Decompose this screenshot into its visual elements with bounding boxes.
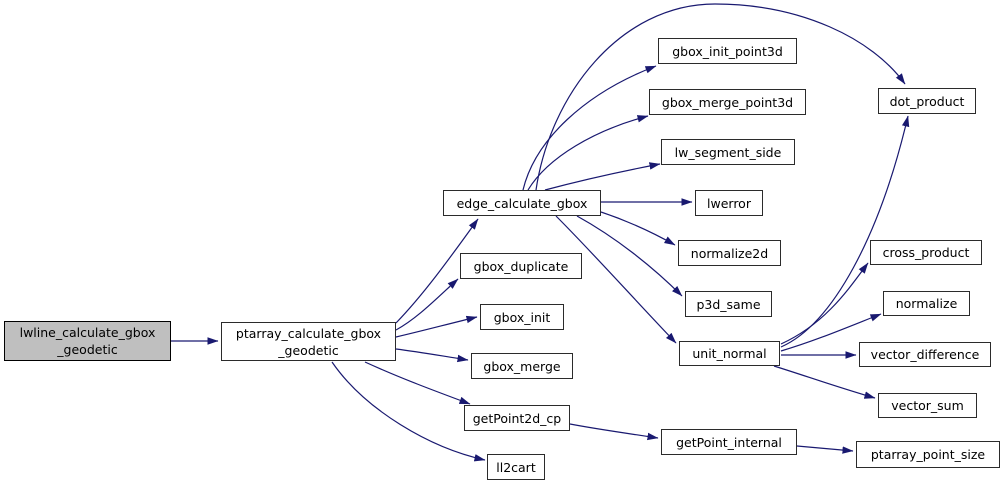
node-gbox_merge[interactable]: gbox_merge [471,353,573,379]
node-getPoint2d_cp[interactable]: getPoint2d_cp [464,405,570,431]
node-label: normalize [895,296,958,311]
node-label: _geodetic [57,342,118,357]
node-gbox_init_point3d[interactable]: gbox_init_point3d [658,38,797,64]
edge-edge_calculate_gbox-to-gbox_merge_point3d [527,115,649,191]
edge-ptarray_calculate_gbox_geodetic-to-gbox_init [395,315,478,338]
node-label: getPoint2d_cp [472,410,562,426]
node-normalize[interactable]: normalize [883,291,970,316]
node-vector_difference[interactable]: vector_difference [859,342,991,367]
node-label: p3d_same [696,296,761,312]
edge-unit_normal-to-vector_sum [773,365,876,399]
node-label: lwline_calculate_gbox [19,325,156,340]
node-getPoint_internal[interactable]: getPoint_internal [661,429,797,455]
node-label: unit_normal [692,346,767,361]
node-label: edge_calculate_gbox [456,195,588,211]
node-cross_product[interactable]: cross_product [870,240,982,265]
edge-ptarray_calculate_gbox_geodetic-to-gbox_duplicate [395,278,459,331]
node-label: vector_sum [891,398,964,413]
node-lwline_calculate_gbox_geodetic[interactable]: lwline_calculate_gbox _geodetic [4,321,171,361]
edge-edge_calculate_gbox-to-normalize2d [600,211,676,246]
node-label: gbox_duplicate [473,258,569,274]
node-label: lw_segment_side [674,144,782,160]
node-label: gbox_merge_point3d [661,94,794,110]
node-gbox_init[interactable]: gbox_init [480,304,564,330]
node-label: normalize2d [690,245,769,261]
edge-edge_calculate_gbox-to-lw_segment_side [544,162,661,191]
node-normalize2d[interactable]: normalize2d [678,240,781,266]
edge-getPoint_internal-to-ptarray_point_size [796,445,854,454]
edge-ptarray_calculate_gbox_geodetic-to-gbox_merge [395,348,469,363]
edge-ptarray_calculate_gbox_geodetic-to-ll2cart [331,361,486,462]
node-gbox_duplicate[interactable]: gbox_duplicate [460,253,582,279]
node-dot_product[interactable]: dot_product [878,88,976,114]
edge-edge_calculate_gbox-to-gbox_init_point3d [522,65,657,191]
node-ptarray_calculate_gbox_geodetic[interactable]: ptarray_calculate_gbox _geodetic [221,322,396,361]
edge-edge_calculate_gbox-to-unit_normal [555,215,677,344]
edge-ptarray_calculate_gbox_geodetic-to-getPoint2d_cp [364,361,471,405]
node-gbox_merge_point3d[interactable]: gbox_merge_point3d [649,89,806,115]
node-p3d_same[interactable]: p3d_same [685,291,772,317]
node-label: ll2cart [496,459,536,475]
node-label: dot_product [889,93,965,109]
edge-getPoint2d_cp-to-getPoint_internal [569,423,659,441]
edge-edge_calculate_gbox-to-p3d_same [576,215,683,297]
node-lwerror[interactable]: lwerror [695,190,763,216]
node-label: _geodetic [278,342,339,358]
node-label: gbox_init_point3d [672,43,783,59]
node-lw_segment_side[interactable]: lw_segment_side [661,139,795,165]
edge-edge_calculate_gbox-to-dot_product [535,3,906,191]
node-label: gbox_merge [483,358,561,374]
node-unit_normal[interactable]: unit_normal [679,341,780,366]
node-ptarray_point_size[interactable]: ptarray_point_size [856,441,1000,468]
edge-unit_normal-to-normalize [780,313,882,352]
node-label: lwerror [707,195,751,211]
node-label: vector_difference [870,347,980,362]
edge-unit_normal-to-cross_product [780,262,869,345]
edge-unit_normal-to-dot_product [780,115,910,348]
node-edge_calculate_gbox[interactable]: edge_calculate_gbox [443,190,601,216]
node-ll2cart[interactable]: ll2cart [487,454,545,480]
node-label: cross_product [882,245,970,260]
node-label: ptarray_calculate_gbox [235,325,382,341]
node-label: getPoint_internal [676,434,782,450]
edge-ptarray_calculate_gbox_geodetic-to-edge_calculate_gbox [395,218,479,324]
node-vector_sum[interactable]: vector_sum [878,393,977,418]
node-label: gbox_init [493,309,551,325]
node-label: ptarray_point_size [870,447,986,462]
